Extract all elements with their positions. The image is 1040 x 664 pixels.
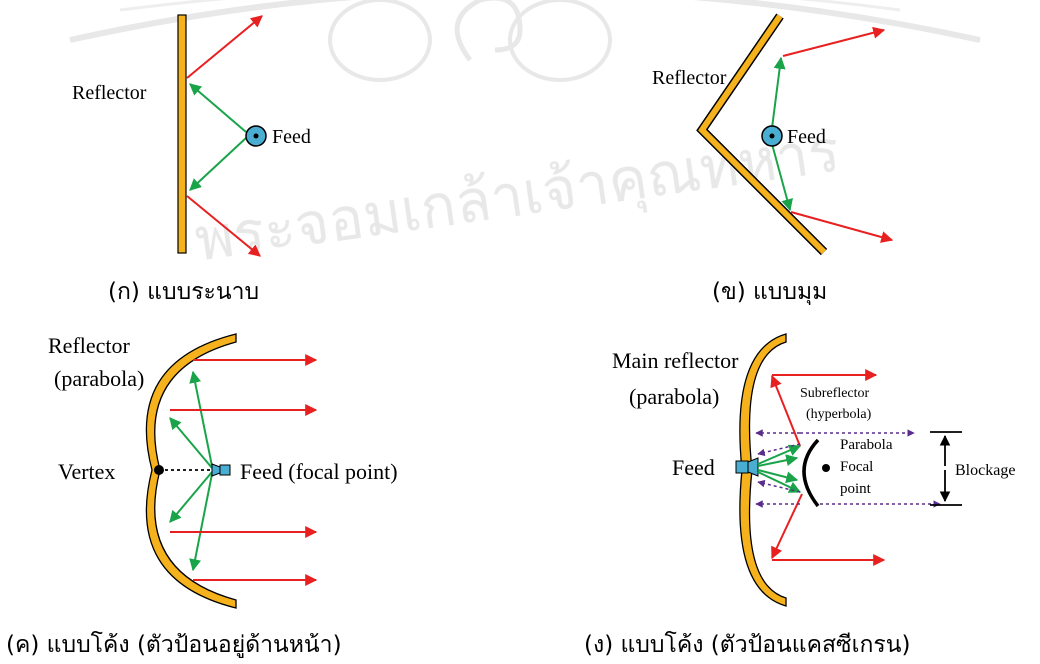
incident-ray	[757, 469, 799, 484]
panel-d-cassegrain-reflector: Main reflector (parabola) Subreflector (…	[584, 333, 1015, 658]
focal-point-label: Parabola	[840, 437, 893, 453]
incident-ray	[757, 471, 802, 493]
reflected-ray	[186, 15, 263, 79]
feed-label: Feed	[672, 455, 715, 480]
reflected-ray	[770, 374, 801, 447]
focal-point-label: point	[840, 481, 872, 497]
blockage-ray	[757, 443, 801, 457]
reflected-ray	[782, 26, 886, 57]
incident-ray	[169, 471, 213, 523]
subreflector-label: Subreflector	[800, 386, 870, 401]
feed-horn-icon	[735, 457, 759, 477]
feed-label: Feed (focal point)	[240, 459, 398, 484]
incident-ray	[189, 137, 247, 191]
flat-reflector-plate	[177, 14, 187, 254]
blockage-label: Blockage	[955, 462, 1015, 479]
focal-point-dot	[822, 464, 830, 472]
parabolic-dish	[145, 333, 237, 609]
main-reflector-label: Main reflector	[612, 348, 739, 373]
caption-a: (ก) แบบระนาบ	[108, 279, 259, 305]
focal-point-label: Focal	[840, 459, 873, 475]
vertex-dot	[154, 465, 164, 475]
vertex-label: Vertex	[58, 459, 115, 484]
caption-c: (ค) แบบโค้ง (ตัวป้อนอยู่ด้านหน้า)	[6, 631, 342, 658]
caption-d: (ง) แบบโค้ง (ตัวป้อนแคสซีเกรน)	[584, 631, 910, 658]
incident-ray	[757, 444, 802, 465]
reflected-ray	[790, 211, 894, 243]
feed-label: Feed	[787, 126, 826, 148]
reflector-label: Reflector	[652, 67, 727, 89]
subreflector-type-label: (hyperbola)	[806, 407, 872, 422]
incident-ray	[189, 370, 213, 467]
caption-b: (ข) แบบมุม	[712, 279, 827, 305]
subreflector-hyperbola	[802, 438, 820, 508]
reflected-ray	[186, 195, 261, 257]
incident-ray	[189, 83, 247, 133]
incident-ray	[771, 56, 786, 129]
incident-ray	[189, 473, 213, 572]
reflector-type-label: (parabola)	[54, 366, 144, 391]
panel-a-flat-reflector: Reflector Feed (ก) แบบระนาบ	[72, 14, 311, 305]
main-reflector-type-label: (parabola)	[629, 384, 719, 409]
panel-b-corner-reflector: Reflector Feed (ข) แบบมุม	[652, 13, 894, 305]
feed-label: Feed	[272, 126, 311, 148]
reflector-label: Reflector	[48, 333, 131, 358]
reflector-label: Reflector	[72, 82, 147, 104]
incident-ray	[757, 454, 799, 467]
blockage-ray	[757, 479, 801, 493]
incident-ray	[771, 143, 793, 212]
incident-ray	[169, 417, 213, 469]
feed-horn-icon	[211, 463, 231, 477]
panel-c-parabolic-reflector: Reflector (parabola) Vertex Feed (focal …	[6, 333, 398, 658]
